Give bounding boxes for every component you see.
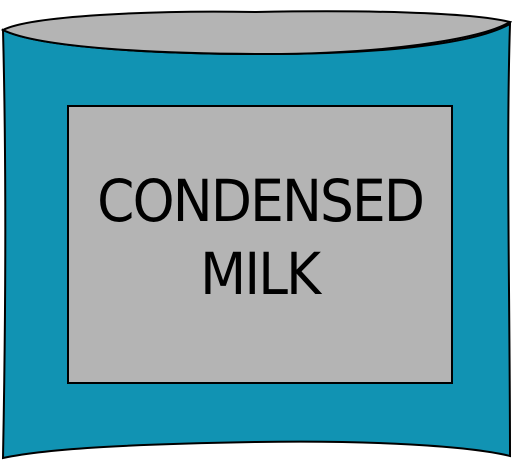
can-lid <box>0 10 512 56</box>
label-line-condensed: CONDENSED <box>96 167 425 235</box>
label-line-milk: MILK <box>200 239 321 308</box>
label-panel <box>67 105 453 384</box>
label-text: CONDENSED MILK <box>68 106 452 383</box>
